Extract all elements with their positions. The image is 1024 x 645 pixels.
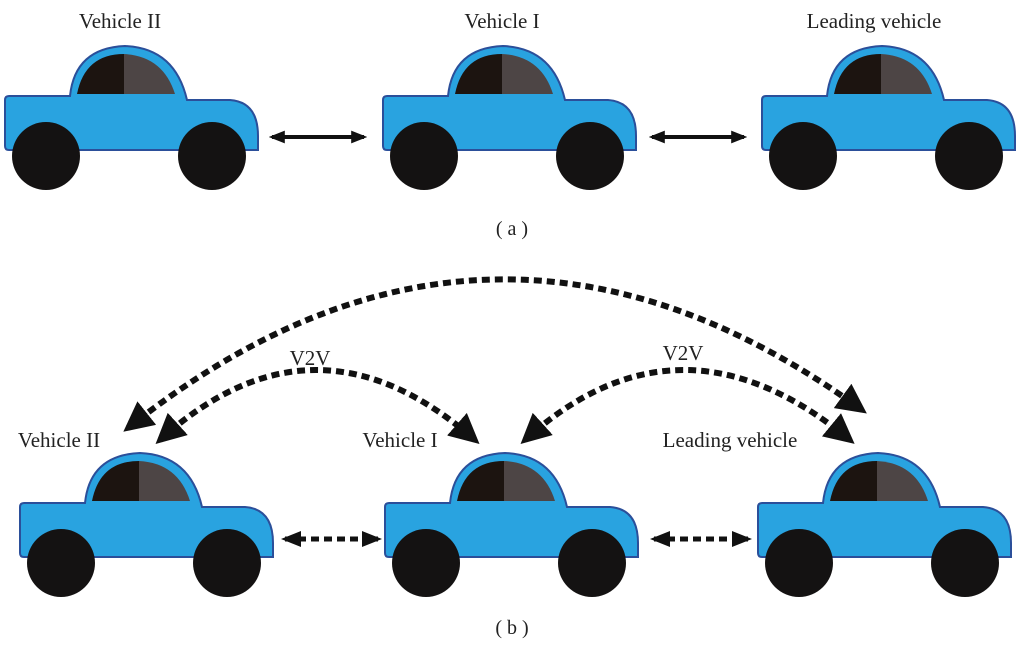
- panel-a: Vehicle II Vehicle I Leading vehicle ( a…: [4, 9, 1016, 240]
- caption-a: ( a ): [496, 218, 528, 240]
- leading-vehicle-car-icon: [757, 452, 1012, 598]
- v2v-link: [155, 367, 480, 445]
- vehicle-label: Vehicle I: [362, 428, 437, 452]
- vehicle-label: Vehicle II: [79, 9, 161, 33]
- caption-b: ( b ): [495, 617, 528, 639]
- v2v-label: V2V: [663, 341, 704, 365]
- v2v-link: [520, 367, 855, 445]
- v2v-link-long: [123, 276, 867, 432]
- v2v-label: V2V: [290, 346, 331, 370]
- vehicle-ii-car-icon: [19, 452, 274, 598]
- leading-vehicle-car-icon: [761, 45, 1016, 191]
- vehicle-label: Vehicle I: [464, 9, 539, 33]
- vehicle-i-car-icon: [382, 45, 637, 191]
- vehicle-label: Leading vehicle: [807, 9, 942, 33]
- vehicle-ii-car-icon: [4, 45, 259, 191]
- panel-b: V2V V2V Vehicle II Vehicle I Leading veh…: [18, 276, 1012, 639]
- vehicle-label: Vehicle II: [18, 428, 100, 452]
- vehicle-label: Leading vehicle: [663, 428, 798, 452]
- vehicle-i-car-icon: [384, 452, 639, 598]
